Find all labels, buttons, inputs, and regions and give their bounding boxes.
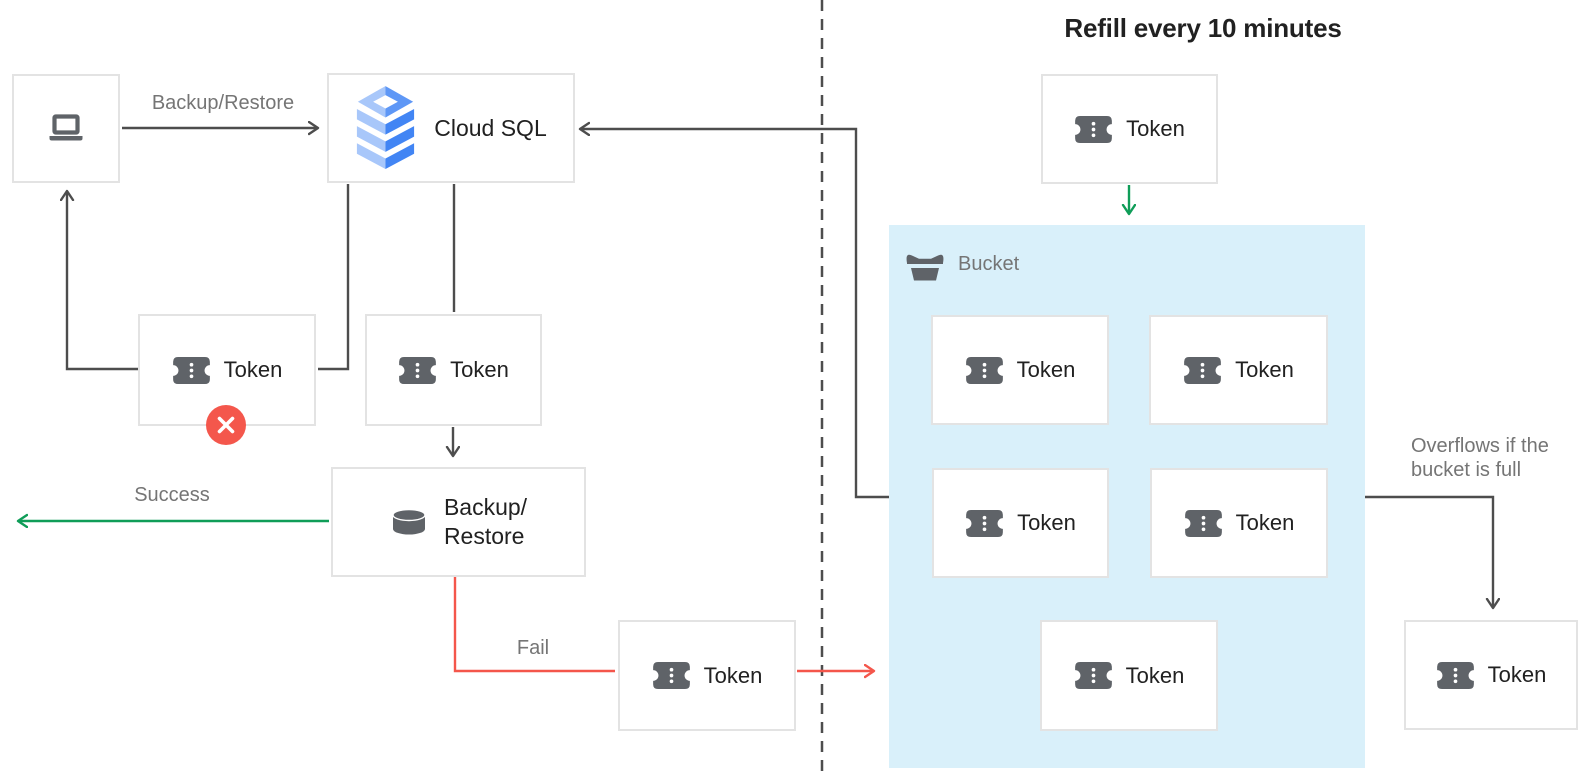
token-label: Token — [1017, 510, 1076, 535]
edge-fail-to-token — [453, 576, 615, 673]
backup-restore-label: Backup/ Restore — [443, 494, 528, 549]
token-refill-node: Token — [1041, 74, 1218, 184]
token-label: Token — [450, 357, 509, 382]
token-label: Token — [703, 662, 763, 688]
token-icon — [965, 356, 1003, 384]
bucket-token-node: Token — [931, 315, 1109, 425]
token-icon — [966, 509, 1004, 537]
bucket-token-node: Token — [1149, 315, 1328, 425]
token-icon — [652, 661, 690, 690]
bucket-header: Bucket — [905, 248, 1019, 281]
cloud-sql-icon — [357, 86, 415, 169]
cloud-sql-node: Cloud SQL — [327, 73, 575, 183]
edge-cloudsql-to-return-token — [318, 184, 350, 371]
token-label: Token — [1487, 662, 1547, 687]
token-request-node: Token — [365, 314, 542, 426]
edge-overflow — [1365, 495, 1493, 608]
fail-label: Fail — [516, 637, 550, 659]
bucket-token-node: Token — [1040, 620, 1218, 731]
cloud-sql-label: Cloud SQL — [434, 114, 547, 141]
bucket-label: Bucket — [958, 253, 1020, 275]
token-icon — [1184, 509, 1222, 537]
token-fail-node: Token — [618, 620, 796, 731]
token-label: Token — [1126, 116, 1185, 141]
token-label: Token — [1016, 357, 1076, 382]
edge-return-token-to-client — [67, 191, 139, 371]
token-label: Token — [1125, 662, 1185, 688]
database-icon — [392, 508, 426, 535]
bucket-token-node: Token — [1150, 468, 1328, 578]
success-label: Success — [134, 484, 210, 506]
token-overflow-node: Token — [1404, 620, 1578, 730]
page-title: Refill every 10 minutes — [1064, 13, 1342, 43]
token-icon — [399, 356, 437, 384]
token-icon — [1075, 115, 1113, 143]
token-icon — [1436, 661, 1474, 689]
token-icon — [172, 356, 210, 384]
x-icon — [217, 416, 235, 434]
bucket-token-node: Token — [932, 468, 1109, 578]
token-icon — [1074, 661, 1112, 690]
token-label: Token — [1235, 510, 1295, 535]
token-label: Token — [223, 357, 283, 382]
overflow-note: Overflows if the bucket is full — [1411, 435, 1549, 481]
client-node — [12, 74, 120, 183]
error-badge — [206, 405, 246, 445]
token-icon — [1184, 356, 1222, 384]
laptop-icon — [49, 113, 83, 140]
token-return-node: Token — [138, 314, 316, 426]
backup-restore-edge-label: Backup/Restore — [151, 92, 295, 114]
edge-bucket-to-cloudsql — [580, 129, 889, 499]
token-label: Token — [1235, 357, 1294, 382]
backup-restore-node: Backup/ Restore — [331, 467, 586, 577]
bucket-icon — [906, 254, 944, 281]
